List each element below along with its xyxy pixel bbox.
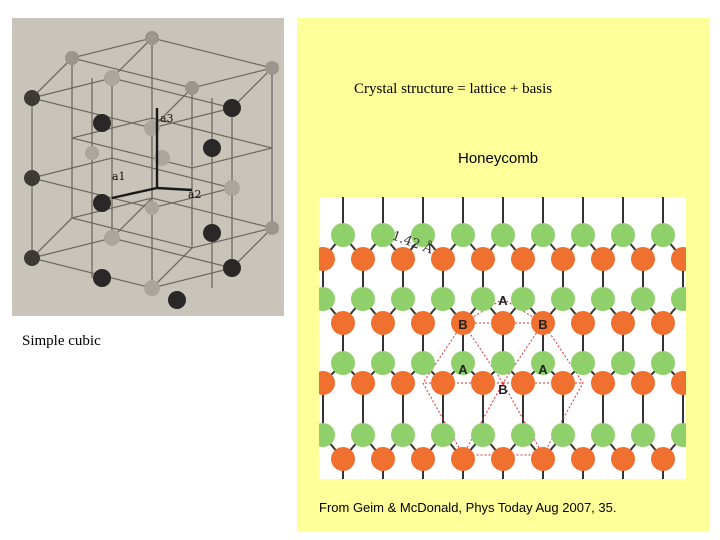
carbon-atom-orange	[431, 247, 455, 271]
honeycomb-atoms	[319, 223, 686, 471]
sublattice-label-b-center: B	[498, 382, 507, 397]
carbon-atom-orange	[611, 447, 635, 471]
carbon-atom-orange	[411, 447, 435, 471]
carbon-atom-green	[319, 287, 335, 311]
sublattice-label-a-right: A	[538, 362, 548, 377]
carbon-atom-green	[331, 223, 355, 247]
carbon-atom-orange	[591, 371, 615, 395]
vector-label-a1: a1	[112, 170, 126, 183]
carbon-atom-orange	[351, 371, 375, 395]
carbon-atom-green	[571, 223, 595, 247]
carbon-atom-green	[431, 423, 455, 447]
carbon-atom-orange	[651, 311, 675, 335]
carbon-atom-orange	[319, 371, 335, 395]
sublattice-label-b-right: B	[538, 317, 547, 332]
carbon-atom-orange	[451, 447, 475, 471]
carbon-atom-green	[351, 287, 375, 311]
vector-label-a2: a2	[188, 188, 202, 201]
carbon-atom-green	[431, 287, 455, 311]
honeycomb-figure: 1.42 Å A B B A A B	[319, 197, 686, 479]
carbon-atom-green	[451, 223, 475, 247]
sublattice-label-a-left: A	[458, 362, 468, 377]
carbon-atom-orange	[451, 311, 475, 335]
carbon-atom-green	[511, 287, 535, 311]
carbon-atom-green	[551, 287, 575, 311]
carbon-atom-green	[411, 223, 435, 247]
honeycomb-label: Honeycomb	[458, 150, 539, 167]
carbon-atom-orange	[651, 447, 675, 471]
slide-title: Crystal structure = lattice + basis	[354, 81, 553, 97]
carbon-atom-green	[471, 287, 495, 311]
carbon-atom-orange	[371, 447, 395, 471]
carbon-atom-orange	[491, 447, 515, 471]
carbon-atom-orange	[471, 371, 495, 395]
carbon-atom-green	[551, 423, 575, 447]
carbon-atom-green	[351, 423, 375, 447]
carbon-atom-green	[531, 351, 555, 375]
carbon-atom-green	[631, 423, 655, 447]
lattice-vectors	[111, 108, 193, 200]
carbon-atom-green	[371, 223, 395, 247]
carbon-atom-orange	[391, 247, 415, 271]
carbon-atom-green	[511, 423, 535, 447]
figure-credit: From Geim & McDonald, Phys Today Aug 200…	[319, 500, 617, 515]
sublattice-label-a-top: A	[498, 293, 508, 308]
carbon-atom-green	[491, 351, 515, 375]
carbon-atom-orange	[431, 371, 455, 395]
carbon-atom-green	[391, 287, 415, 311]
carbon-atom-green	[611, 351, 635, 375]
carbon-atom-green	[591, 287, 615, 311]
carbon-atom-green	[319, 423, 335, 447]
carbon-atom-orange	[511, 247, 535, 271]
carbon-atom-green	[411, 351, 435, 375]
carbon-atom-green	[531, 223, 555, 247]
carbon-atom-orange	[551, 247, 575, 271]
carbon-atom-green	[371, 351, 395, 375]
carbon-atom-orange	[671, 371, 686, 395]
carbon-atom-orange	[351, 247, 375, 271]
carbon-atom-orange	[511, 371, 535, 395]
sublattice-label-b-left: B	[458, 317, 467, 332]
carbon-atom-green	[651, 223, 675, 247]
carbon-atom-green	[491, 223, 515, 247]
carbon-atom-orange	[531, 447, 555, 471]
carbon-atom-orange	[591, 247, 615, 271]
carbon-atom-orange	[471, 247, 495, 271]
carbon-atom-green	[651, 351, 675, 375]
carbon-atom-green	[671, 423, 686, 447]
carbon-atom-orange	[631, 247, 655, 271]
carbon-atom-orange	[391, 371, 415, 395]
carbon-atom-orange	[611, 311, 635, 335]
carbon-atom-green	[631, 287, 655, 311]
carbon-atom-orange	[331, 447, 355, 471]
carbon-atom-orange	[331, 311, 355, 335]
simple-cubic-figure: a3 a1 a2	[12, 18, 284, 316]
carbon-atom-orange	[571, 311, 595, 335]
simple-cubic-label: Simple cubic	[22, 333, 101, 349]
carbon-atom-orange	[371, 311, 395, 335]
carbon-atom-green	[471, 423, 495, 447]
vector-label-a3: a3	[160, 112, 174, 125]
carbon-atom-orange	[571, 447, 595, 471]
carbon-atom-orange	[551, 371, 575, 395]
carbon-atom-orange	[631, 371, 655, 395]
carbon-atom-orange	[531, 311, 555, 335]
carbon-atom-green	[331, 351, 355, 375]
carbon-atom-green	[671, 287, 686, 311]
carbon-atom-orange	[671, 247, 686, 271]
carbon-atom-green	[611, 223, 635, 247]
cubic-atoms	[24, 31, 279, 309]
carbon-atom-orange	[319, 247, 335, 271]
carbon-atom-green	[451, 351, 475, 375]
carbon-atom-green	[571, 351, 595, 375]
carbon-atom-green	[591, 423, 615, 447]
carbon-atom-green	[391, 423, 415, 447]
carbon-atom-orange	[491, 311, 515, 335]
carbon-atom-orange	[411, 311, 435, 335]
